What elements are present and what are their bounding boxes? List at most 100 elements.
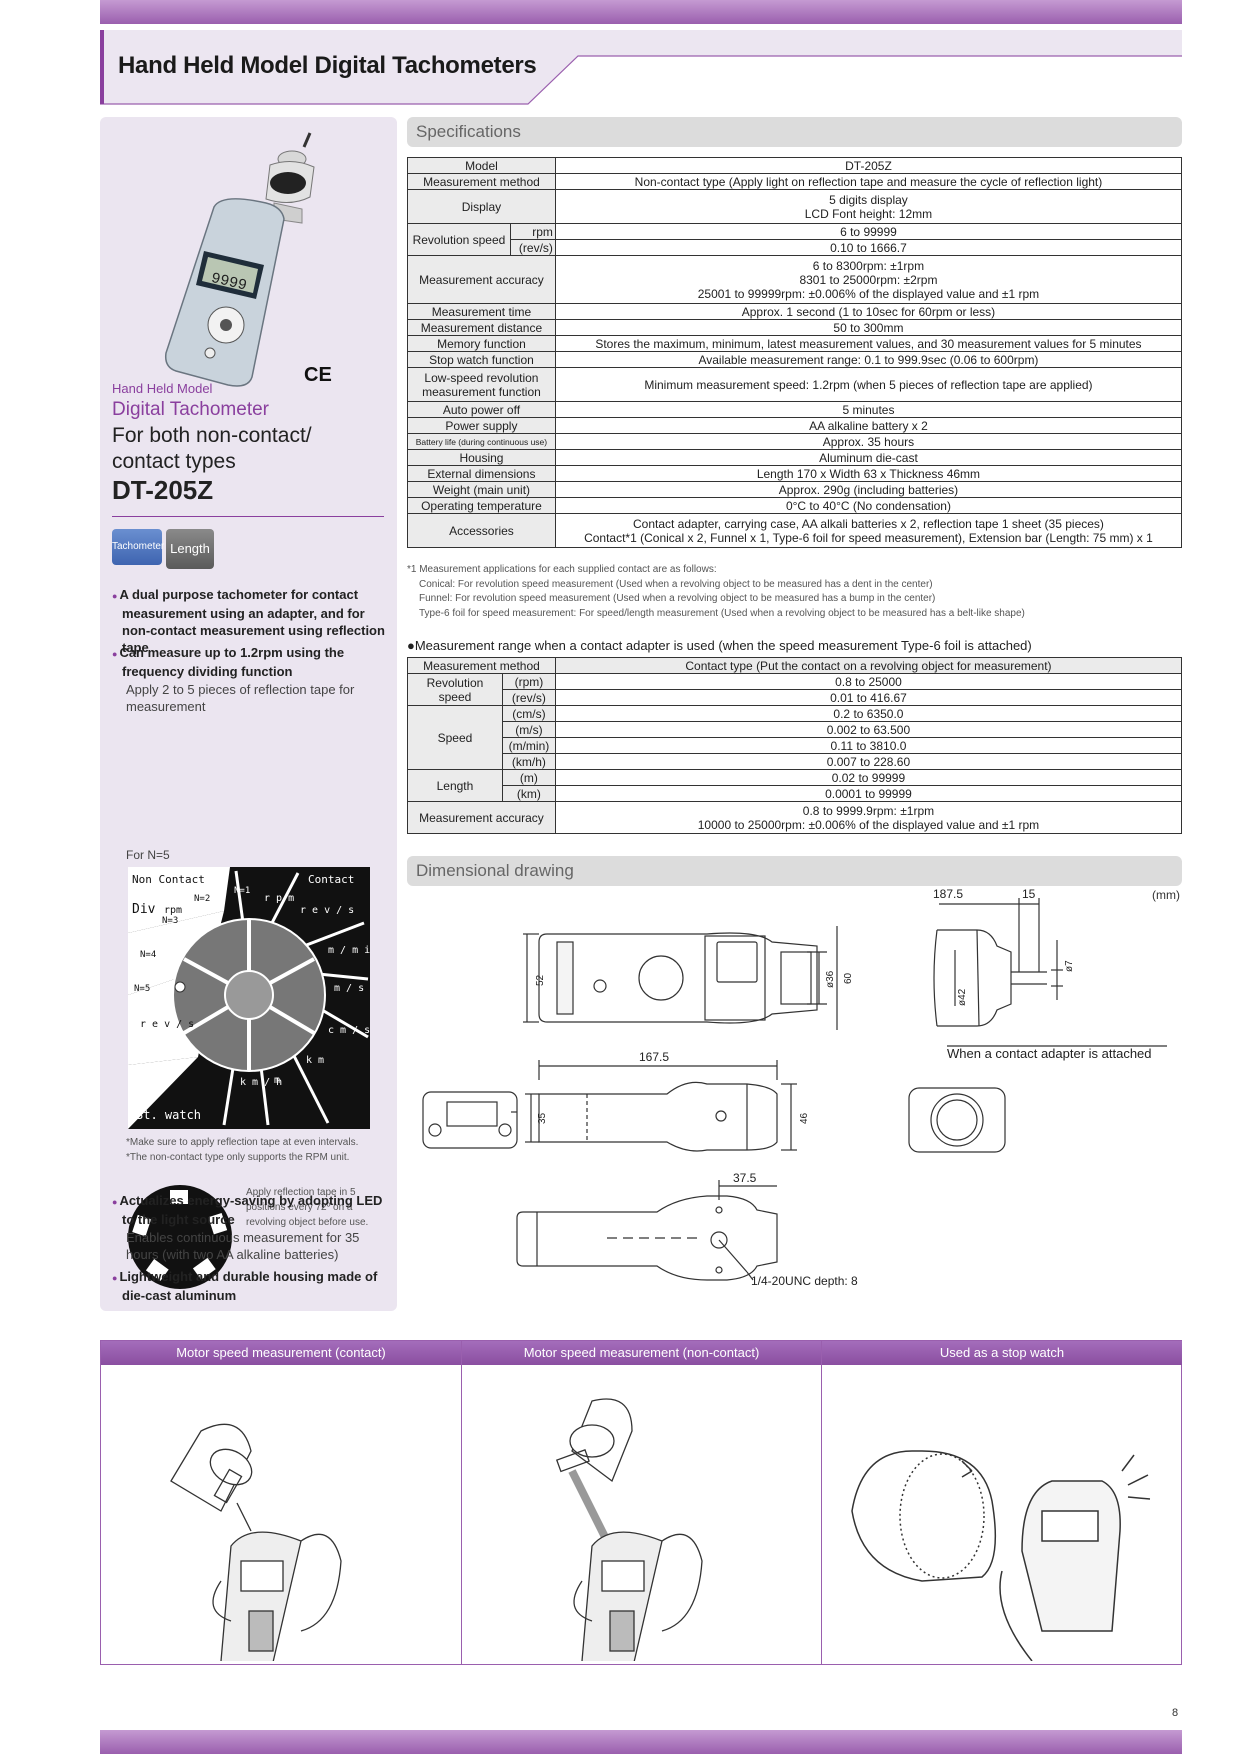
dial-revs-right: r e v / s (300, 905, 354, 916)
dial-note-1: *Make sure to apply reflection tape at e… (126, 1137, 359, 1148)
dial-rpm: rpm (164, 905, 182, 916)
tag-tachometer: Tachometer (112, 529, 164, 565)
dial-km: k m (306, 1055, 324, 1066)
table-row: (km/h)0.007 to 228.60 (408, 753, 1183, 770)
usage-non-contact-title: Motor speed measurement (non-contact) (462, 1341, 821, 1365)
usage-non-contact: Motor speed measurement (non-contact) (462, 1341, 822, 1664)
dial-stwatch: St. watch (136, 1108, 201, 1122)
title-banner: Hand Held Model Digital Tachometers (100, 28, 1182, 106)
dial-ms: m / s (334, 983, 364, 994)
usage-stop-watch: Used as a stop watch (822, 1341, 1182, 1664)
dial-non-contact: Non Contact (132, 873, 205, 886)
table-row: Battery life (during continuous use)Appr… (407, 433, 1183, 450)
feature-3: Actualizes energy-saving by adopting LED… (112, 1192, 392, 1263)
dial-n1: N=1 (234, 886, 250, 896)
feature-3-text: Actualizes energy-saving by adopting LED… (112, 1192, 392, 1228)
tag-length: Length (166, 529, 214, 569)
usage-panels: Motor speed measurement (contact) Motor … (100, 1340, 1182, 1665)
product-name: Digital Tachometer (112, 399, 270, 420)
dial-diagram: Non Contact Div rpm N=2 N=3 N=4 N=5 r e … (128, 867, 370, 1129)
dim-phi42: ø42 (957, 988, 968, 1006)
bottom-accent-bar (100, 1730, 1182, 1754)
table-row: Speed(cm/s)0.2 to 6350.0 (407, 705, 1183, 770)
feature-2-note: Apply 2 to 5 pieces of reflection tape f… (126, 682, 355, 714)
range-title: ●Measurement range when a contact adapte… (407, 638, 1032, 653)
non-contact-measurement-illustration (555, 1398, 703, 1661)
dial-contact: Contact (308, 873, 354, 886)
dial-div: Div (132, 902, 156, 917)
dial-m: m (274, 1075, 280, 1086)
feature-3-note: Enables continuous measurement for 35 ho… (126, 1230, 360, 1262)
dim-15: 15 (1022, 887, 1036, 901)
dim-37-5: 37.5 (733, 1171, 757, 1185)
contact-measurement-illustration (170, 1423, 342, 1661)
feature-4-text: Lightweight and durable housing made of … (112, 1268, 392, 1304)
usage-contact-title: Motor speed measurement (contact) (101, 1341, 461, 1365)
stop-watch-illustration (851, 1450, 1151, 1661)
table-row: (m/min)0.11 to 3810.0 (408, 737, 1183, 754)
page-title: Hand Held Model Digital Tachometers (118, 52, 537, 79)
feature-4: Lightweight and durable housing made of … (112, 1268, 392, 1304)
dial-n4: N=4 (140, 950, 156, 960)
feature-2: Can measure up to 1.2rpm using the frequ… (112, 644, 392, 715)
usage-stop-watch-title: Used as a stop watch (822, 1341, 1182, 1365)
contact-note-conical: Conical: For revolution speed measuremen… (419, 578, 933, 590)
dim-phi36: ø36 (825, 970, 836, 988)
dim-167-5: 167.5 (639, 1050, 669, 1064)
dial-mmin: m / m i n (328, 945, 370, 956)
dial-cms: c m / s (328, 1025, 370, 1036)
contact-note-head: *1 Measurement applications for each sup… (407, 564, 717, 575)
specifications-header: Specifications (407, 117, 1182, 147)
dim-35: 35 (537, 1112, 548, 1124)
product-model: DT-205Z (112, 475, 214, 505)
feature-2-text: Can measure up to 1.2rpm using the frequ… (112, 644, 392, 680)
product-types: For both non-contact/ contact types (112, 424, 312, 473)
dial-n5: N=5 (134, 984, 150, 994)
contact-note-funnel: Funnel: For revolution speed measurement… (419, 593, 936, 604)
dial-n3: N=3 (162, 916, 178, 926)
dial-kmh: k m / h (240, 1077, 282, 1088)
contact-notes: *1 Measurement applications for each sup… (407, 563, 1025, 621)
unit-label: (mm) (1152, 888, 1180, 902)
dim-46: 46 (799, 1112, 810, 1124)
dial-revs-left: r e v / s (140, 1019, 194, 1030)
ce-mark: CE (304, 364, 332, 386)
title-banner-shape (100, 30, 1182, 105)
top-accent-bar (100, 0, 1182, 24)
dim-phi7: ø7 (1064, 960, 1075, 972)
dial-note-2: *The non-contact type only supports the … (126, 1152, 350, 1163)
table-row: (m/s)0.002 to 63.500 (408, 721, 1183, 738)
tachometer-photo: 9999 CE (164, 132, 332, 387)
table-row: Length(m)0.02 to 99999 (407, 769, 1183, 802)
dim-52: 52 (535, 974, 546, 986)
table-row: (rev/s)0.10 to 1666.7 (408, 239, 1183, 256)
product-subtitle: Hand Held Model (112, 381, 213, 396)
table-row: Weight (main unit)Approx. 290g (includin… (407, 481, 1183, 498)
table-row: Revolution speed(rpm)0.8 to 25000 (407, 673, 1183, 706)
usage-contact: Motor speed measurement (contact) (101, 1341, 462, 1664)
dim-60: 60 (843, 972, 854, 984)
dial-rpm-right: r p m (264, 893, 294, 904)
dimensional-header: Dimensional drawing (407, 856, 1182, 886)
page-number: 8 (1172, 1707, 1179, 1719)
for-n-label: For N=5 (126, 848, 170, 862)
dial-n2: N=2 (194, 894, 210, 904)
adapter-caption: When a contact adapter is attached (947, 1046, 1152, 1061)
